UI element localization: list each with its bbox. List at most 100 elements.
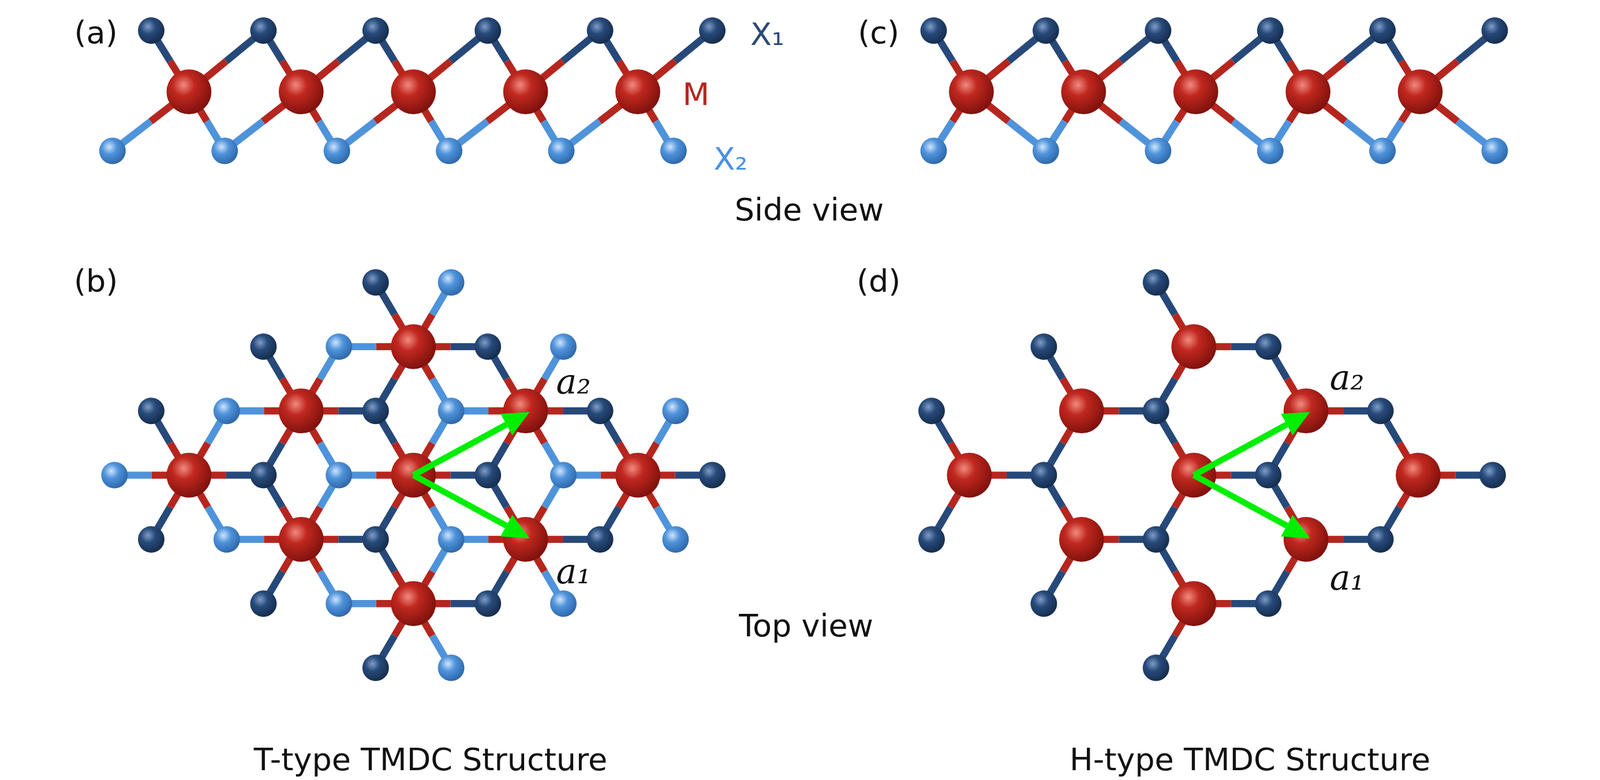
- chalcogen-top-atom: [137, 397, 165, 425]
- atom-label: M: [682, 79, 710, 111]
- metal-atom: [1060, 69, 1106, 115]
- chalcogen-top-atom: [1142, 269, 1170, 297]
- chalcogen-bottom-atom: [325, 462, 353, 489]
- chalcogen-top-atom: [362, 17, 390, 44]
- chalcogen-bottom-atom: [550, 462, 577, 489]
- metal-atom: [946, 453, 992, 499]
- vector-label: a₁: [556, 554, 592, 589]
- vector-label: a₁: [1329, 560, 1365, 596]
- chalcogen-top-atom: [137, 17, 165, 44]
- view-label: Side view: [734, 194, 884, 226]
- panel-letter: (a): [74, 17, 118, 49]
- metal-atom: [166, 69, 212, 115]
- metal-atom: [166, 453, 212, 499]
- chalcogen-top-atom: [587, 397, 614, 425]
- chalcogen-top-atom: [1481, 17, 1509, 44]
- chalcogen-bottom-atom: [211, 137, 238, 165]
- lattice-vector: [413, 424, 507, 476]
- chalcogen-top-atom: [1030, 333, 1057, 361]
- chalcogen-top-atom: [1369, 17, 1396, 44]
- metal-atom: [948, 69, 994, 115]
- chalcogen-bottom-atom: [435, 137, 463, 165]
- chalcogen-bottom-atom: [550, 333, 577, 361]
- metal-atom: [278, 388, 324, 434]
- chalcogen-top-atom: [918, 397, 945, 425]
- metal-atom: [615, 69, 661, 115]
- chalcogen-bottom-atom: [325, 590, 353, 618]
- metal-atom: [390, 69, 436, 115]
- metal-atom: [278, 69, 324, 115]
- chalcogen-top-atom: [474, 462, 502, 489]
- chalcogen-top-atom: [1142, 526, 1170, 553]
- chalcogen-top-atom: [1479, 462, 1506, 489]
- panel-letter: (c): [857, 17, 900, 49]
- metal-atom: [1171, 324, 1217, 370]
- view-label: Top view: [738, 610, 874, 642]
- chalcogen-top-atom: [918, 526, 945, 553]
- chalcogen-top-atom: [587, 17, 614, 44]
- chalcogen-bottom-atom: [662, 397, 689, 425]
- chalcogen-top-atom: [1254, 590, 1282, 618]
- chalcogen-bottom-atom: [438, 655, 465, 682]
- chalcogen-top-atom: [698, 462, 726, 489]
- chalcogen-top-atom: [249, 333, 277, 361]
- chalcogen-top-atom: [362, 397, 390, 425]
- metal-atom: [278, 517, 324, 563]
- chalcogen-top-atom: [1367, 526, 1394, 553]
- metal-atom: [1059, 388, 1105, 434]
- chalcogen-top-atom: [1142, 397, 1170, 425]
- chalcogen-bottom-atom: [1144, 137, 1172, 165]
- chalcogen-top-atom: [362, 269, 390, 297]
- chalcogen-top-atom: [474, 17, 502, 44]
- chalcogen-top-atom: [1254, 333, 1282, 361]
- arrow-head: [500, 515, 530, 540]
- chalcogen-top-atom: [362, 526, 390, 553]
- lattice-vector: [413, 475, 507, 527]
- chalcogen-top-atom: [474, 333, 502, 361]
- chalcogen-bottom-atom: [438, 526, 465, 553]
- chalcogen-top-atom: [1142, 655, 1170, 682]
- metal-atom: [1285, 69, 1331, 115]
- chalcogen-top-atom: [249, 17, 277, 44]
- chalcogen-bottom-atom: [547, 137, 575, 165]
- caption: H-type TMDC Structure: [1069, 744, 1431, 776]
- metal-atom: [1397, 69, 1444, 115]
- arrow-head: [1280, 515, 1310, 540]
- chalcogen-bottom-atom: [662, 526, 689, 553]
- chalcogen-bottom-atom: [1032, 137, 1060, 165]
- chalcogen-bottom-atom: [550, 590, 577, 618]
- atom-label: X₁: [750, 19, 785, 51]
- arrow-head: [1280, 412, 1310, 436]
- chalcogen-bottom-atom: [213, 526, 241, 553]
- vector-label: a₂: [1329, 360, 1365, 395]
- caption: T-type TMDC Structure: [253, 744, 608, 776]
- chalcogen-bottom-atom: [99, 137, 126, 165]
- chalcogen-top-atom: [1254, 462, 1282, 489]
- chalcogen-top-atom: [698, 17, 726, 44]
- vector-label: a₂: [556, 364, 592, 399]
- chalcogen-top-atom: [249, 462, 277, 489]
- chalcogen-bottom-atom: [660, 137, 687, 165]
- chalcogen-top-atom: [137, 526, 165, 553]
- chalcogen-top-atom: [1257, 17, 1284, 44]
- atom-label: X₂: [713, 143, 748, 175]
- chalcogen-top-atom: [362, 655, 390, 682]
- metal-atom: [1171, 581, 1217, 627]
- lattice-vector: [1193, 475, 1287, 527]
- metal-atom: [1059, 517, 1105, 563]
- lattice-vector: [1193, 424, 1287, 476]
- panel-letter: (d): [856, 266, 901, 298]
- chalcogen-top-atom: [474, 590, 502, 618]
- metal-atom: [1173, 69, 1219, 115]
- metal-atom: [1395, 453, 1441, 499]
- metal-atom: [390, 324, 436, 370]
- chalcogen-bottom-atom: [1257, 137, 1284, 165]
- arrow-head: [500, 412, 530, 436]
- chalcogen-bottom-atom: [920, 137, 948, 165]
- metal-atom: [503, 69, 549, 115]
- chalcogen-bottom-atom: [1481, 137, 1509, 165]
- chalcogen-top-atom: [249, 590, 277, 618]
- chalcogen-bottom-atom: [101, 462, 128, 489]
- chalcogen-top-atom: [1144, 17, 1172, 44]
- chalcogen-top-atom: [920, 17, 948, 44]
